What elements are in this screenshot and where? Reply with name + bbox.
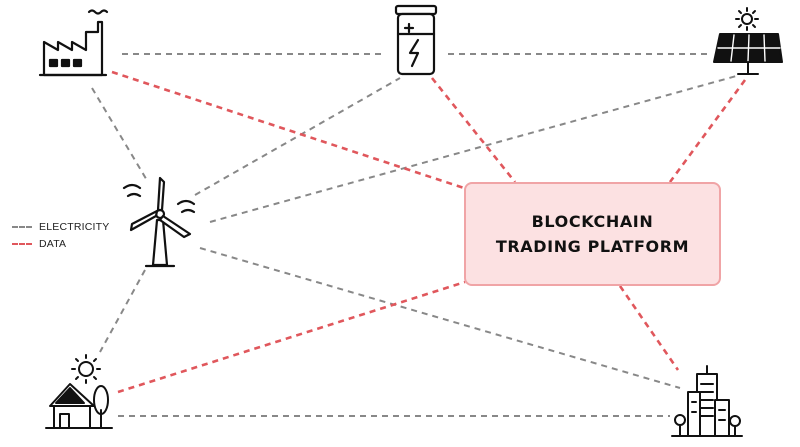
data-line-battery-platform [430,77,517,183]
wind-turbine-icon [122,176,196,268]
data-legend-swatch [12,242,32,245]
electricity-line-factory-turbine [91,87,149,183]
blockchain-trading-platform-box: BLOCKCHAIN TRADING PLATFORM [464,182,721,286]
legend-label-electricity: ELECTRICITY [39,220,110,233]
electricity-connections [91,53,741,417]
data-line-factory-platform [111,70,471,192]
legend-label-data: DATA [39,237,67,250]
legend: ELECTRICITY DATA [12,218,109,252]
factory-icon [38,9,109,77]
data-connections [111,70,747,394]
electricity-line-turbine-house [99,269,146,353]
legend-item-data: DATA [12,235,109,252]
platform-title-line-1: BLOCKCHAIN [531,212,654,231]
solar-house-icon [45,354,113,429]
city-buildings-icon [671,365,743,437]
electricity-line-turbine-solar [209,74,741,223]
legend-item-electricity: ELECTRICITY [12,218,109,235]
data-line-platform-city [618,285,680,371]
battery-icon [394,4,438,76]
platform-title-line-2: TRADING PLATFORM [495,237,690,256]
electricity-legend-swatch [12,225,32,228]
data-line-house-platform [117,280,466,394]
solar-panel-icon [713,7,783,75]
data-line-solar-platform [668,79,747,183]
